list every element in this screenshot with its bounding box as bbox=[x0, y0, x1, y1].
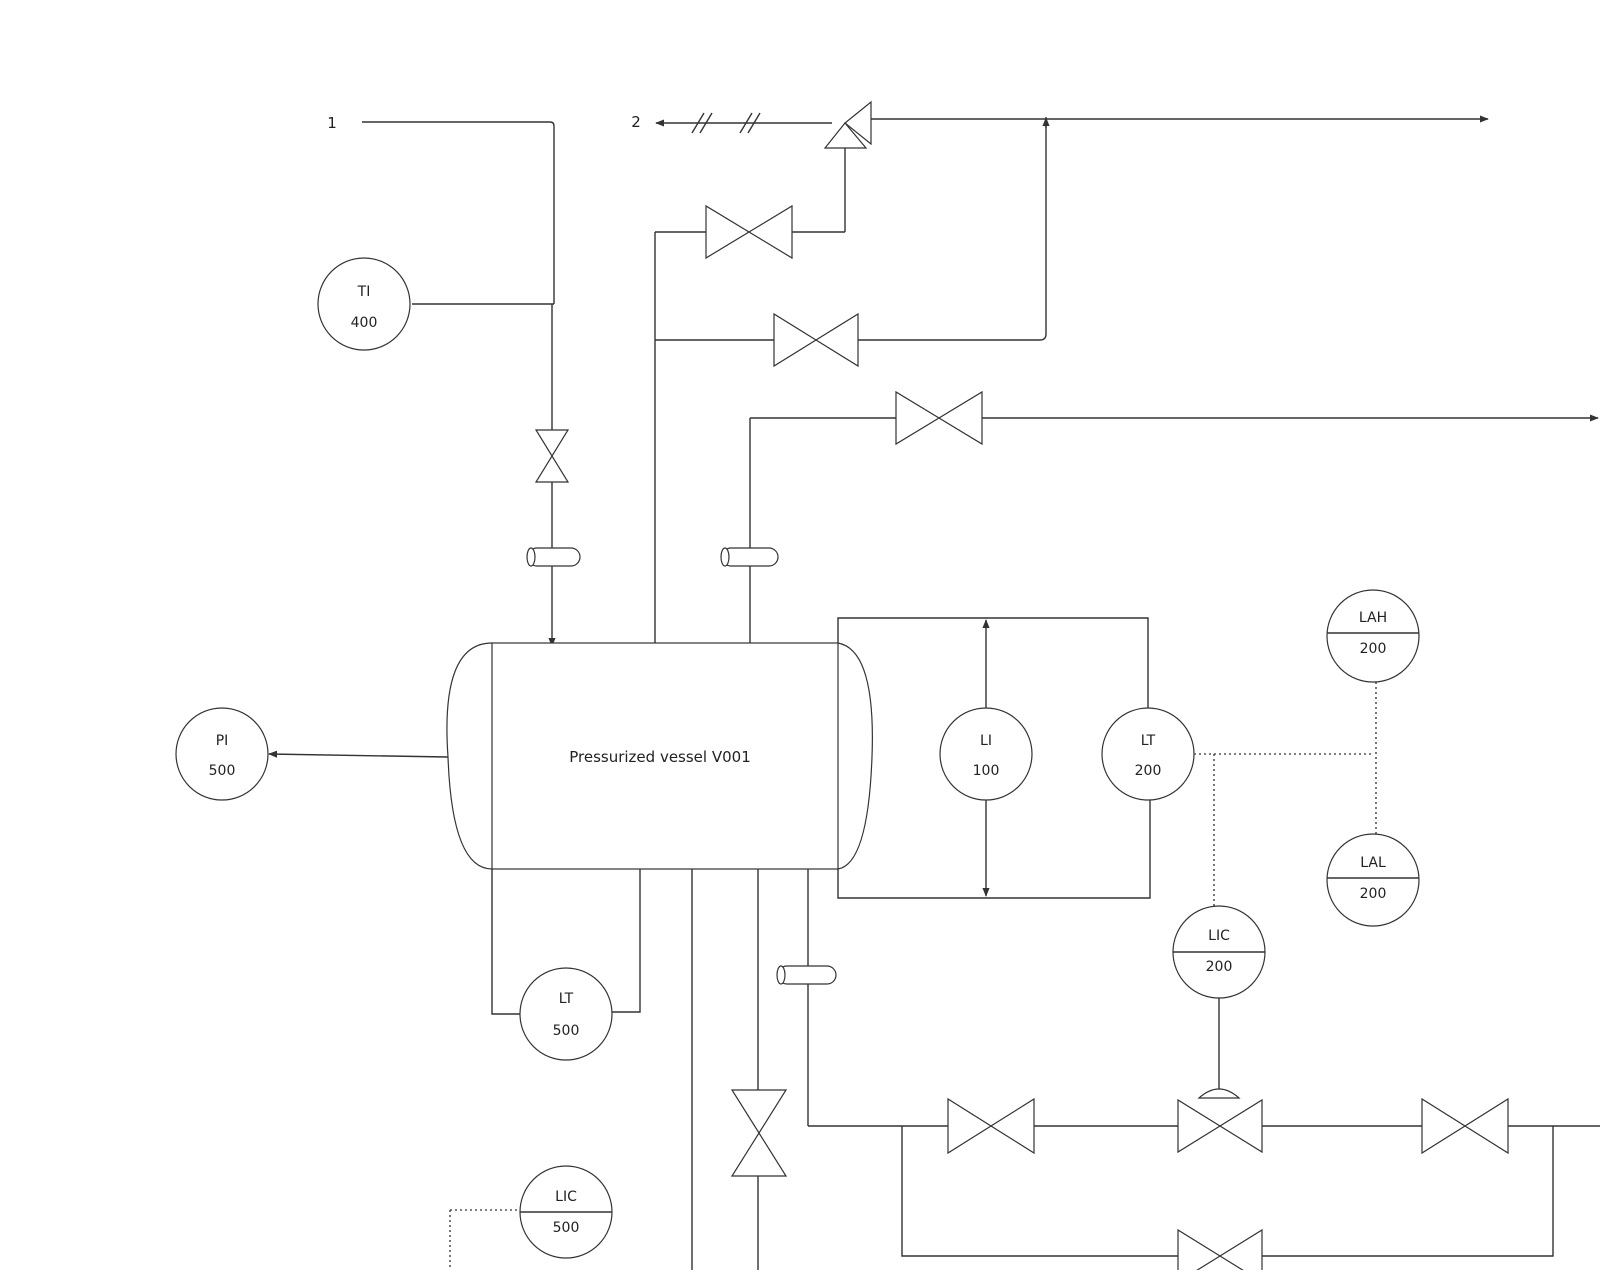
outlet-line-2 bbox=[655, 112, 832, 134]
lt-500-function: LT bbox=[559, 991, 574, 1007]
vapor-gate-valve-lower[interactable] bbox=[773, 312, 859, 368]
vapor-riser-line bbox=[654, 148, 846, 643]
liquid-outlet-line bbox=[807, 869, 1600, 1257]
lt-200-number: 200 bbox=[1135, 763, 1162, 779]
lt-200-function: LT bbox=[1141, 733, 1156, 749]
instrument-lic-200[interactable]: LIC 200 bbox=[1172, 905, 1266, 999]
inlet-gate-valve[interactable] bbox=[534, 429, 570, 483]
instrument-ti-400[interactable]: TI 400 bbox=[317, 257, 411, 351]
bottom-lt-500-loop bbox=[491, 869, 641, 1015]
lic-200-number: 200 bbox=[1206, 959, 1233, 975]
pi-500-number: 500 bbox=[209, 763, 236, 779]
drain-gate-valve[interactable] bbox=[730, 1089, 788, 1177]
outlet-gate-valve-left[interactable] bbox=[947, 1097, 1035, 1155]
lah-200-function: LAH bbox=[1359, 610, 1387, 626]
instrument-lt-200[interactable]: LT 200 bbox=[1101, 707, 1195, 801]
lic-200-function: LIC bbox=[1208, 928, 1230, 944]
stream-1-label: 1 bbox=[327, 114, 337, 132]
instrument-lic-500[interactable]: LIC 500 bbox=[519, 1165, 613, 1259]
lic-500-function: LIC bbox=[555, 1189, 577, 1205]
lal-200-function: LAL bbox=[1360, 855, 1386, 871]
pi-500-function: PI bbox=[216, 733, 229, 749]
instrument-li-100[interactable]: LI 100 bbox=[939, 707, 1033, 801]
right-outlet-line bbox=[749, 414, 1599, 643]
right-outlet-gate-valve[interactable] bbox=[895, 390, 983, 446]
signal-lines bbox=[1194, 682, 1377, 906]
level-control-valve[interactable] bbox=[1177, 998, 1263, 1154]
inlet-reducer-fitting bbox=[526, 547, 581, 567]
inlet-line bbox=[362, 121, 556, 647]
ti-400-function: TI bbox=[357, 284, 371, 300]
instrument-lah-200[interactable]: LAH 200 bbox=[1326, 589, 1420, 683]
vapor-gate-valve-upper[interactable] bbox=[705, 204, 793, 260]
top-header-line bbox=[858, 115, 1489, 341]
pressurized-vessel-v001[interactable] bbox=[446, 642, 873, 870]
vessel-label: Pressurized vessel V001 bbox=[569, 748, 751, 766]
lah-200-number: 200 bbox=[1360, 641, 1387, 657]
outlet-reducer-fitting bbox=[776, 965, 837, 985]
lt-500-number: 500 bbox=[553, 1023, 580, 1039]
instrument-lt-500[interactable]: LT 500 bbox=[519, 967, 613, 1061]
li-100-function: LI bbox=[980, 733, 992, 749]
instrument-pi-500[interactable]: PI 500 bbox=[175, 707, 269, 801]
outlet-gate-valve-right[interactable] bbox=[1421, 1097, 1509, 1155]
right-reducer-fitting bbox=[720, 547, 779, 567]
bypass-gate-valve[interactable] bbox=[1177, 1228, 1263, 1275]
li-100-number: 100 bbox=[973, 763, 1000, 779]
instrument-lal-200[interactable]: LAL 200 bbox=[1326, 833, 1420, 927]
lal-200-number: 200 bbox=[1360, 886, 1387, 902]
lic-500-number: 500 bbox=[553, 1220, 580, 1236]
ti-400-number: 400 bbox=[351, 315, 378, 331]
level-bridle-line bbox=[837, 617, 1151, 899]
stream-2-label: 2 bbox=[631, 113, 641, 131]
drain-lines bbox=[691, 869, 759, 1270]
three-way-valve[interactable] bbox=[823, 100, 872, 149]
